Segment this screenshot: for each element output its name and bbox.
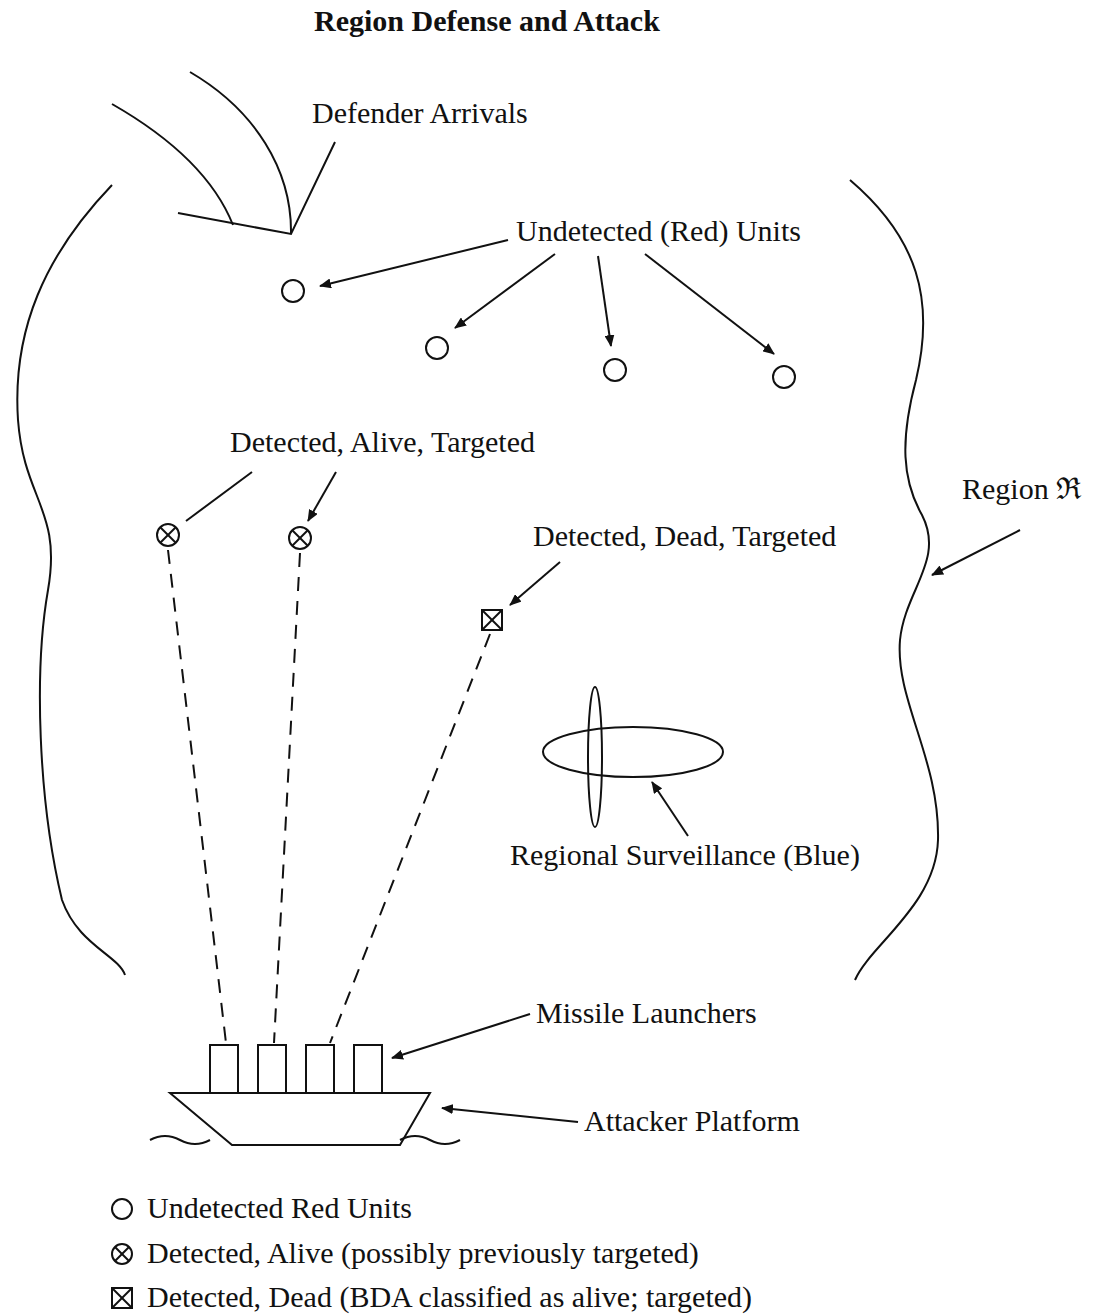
leader-line [645,254,774,354]
region-boundary [850,180,938,980]
leader-line [455,254,555,328]
water-waves [150,1136,460,1144]
callout-label: Missile Launchers [536,996,757,1031]
legend-text: Undetected Red Units [147,1191,412,1226]
leader-line [652,782,688,836]
callout-label: Defender Arrivals [312,96,528,131]
missile-launcher [306,1045,334,1093]
region-label: Region ℜ [962,472,1081,507]
undetected-unit [282,280,304,302]
legend-symbol [112,1244,132,1264]
targeting-line [168,550,226,1043]
legend-text: Detected, Dead (BDA classified as alive;… [147,1280,752,1315]
surveillance-aircraft [543,727,723,777]
arrival-corridor [178,142,335,234]
missile-launcher [210,1045,238,1093]
legend-symbol [112,1199,132,1219]
detected-alive-unit [157,524,179,546]
leader-line [932,530,1020,575]
callout-label: Regional Surveillance (Blue) [510,838,860,873]
detected-alive-unit [289,527,311,549]
leader-line [308,472,336,521]
callout-label: Attacker Platform [584,1104,800,1139]
arrival-corridor [190,72,291,234]
targeting-line [274,553,300,1043]
leader-line [442,1108,578,1122]
missile-launcher [258,1045,286,1093]
callout-label: Detected, Dead, Targeted [533,519,836,554]
targeting-line [330,634,490,1043]
arrival-corridor [112,104,233,225]
missile-launcher [354,1045,382,1093]
callout-label: Detected, Alive, Targeted [230,425,535,460]
diagram-title: Region Defense and Attack [314,4,660,39]
legend-symbol [112,1288,132,1308]
undetected-unit [604,359,626,381]
surveillance-aircraft [588,687,602,827]
attacker-ship [170,1093,430,1145]
undetected-unit [426,337,448,359]
callout-label: Undetected (Red) Units [516,214,801,249]
legend-text: Detected, Alive (possibly previously tar… [147,1236,699,1271]
leader-line [320,240,508,286]
leader-line [186,472,252,521]
undetected-unit [773,366,795,388]
leader-line [392,1014,530,1058]
leader-line [510,562,560,605]
detected-dead-unit [482,610,502,630]
leader-line [598,256,611,346]
region-boundary [17,185,125,975]
